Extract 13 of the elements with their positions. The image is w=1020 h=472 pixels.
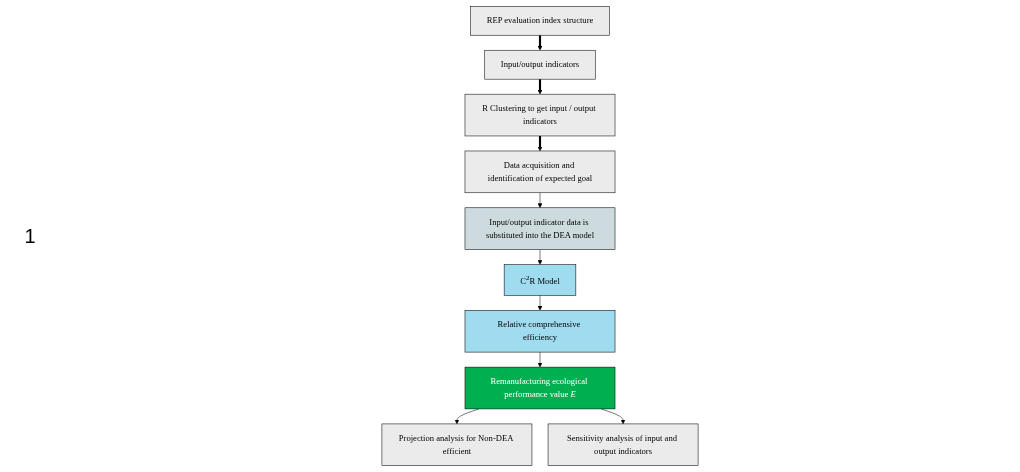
node-box: REP evaluation index structure xyxy=(470,6,610,36)
arrow xyxy=(537,135,543,152)
node-box: Remanufacturing ecological performance value E xyxy=(464,366,616,410)
node-box: Projection analysis for Non-DEA efficient xyxy=(381,423,533,466)
node-box: Sensitivity analysis of input and output indicators xyxy=(547,423,699,466)
node-box: R Clustering to get input / output indicators xyxy=(464,93,616,137)
node-box: Relative comprehensive efficiency xyxy=(464,310,616,353)
node-box: Input/output indicator data is substituted into the DEA model xyxy=(464,207,616,250)
node-box: Input/output indicators xyxy=(484,49,596,80)
label-text: 1 xyxy=(23,224,37,248)
arrow xyxy=(537,35,543,51)
node-box: Data acquisition and identification of expected goal xyxy=(464,150,616,194)
node-box: C$^{2}$R Model xyxy=(503,264,577,296)
